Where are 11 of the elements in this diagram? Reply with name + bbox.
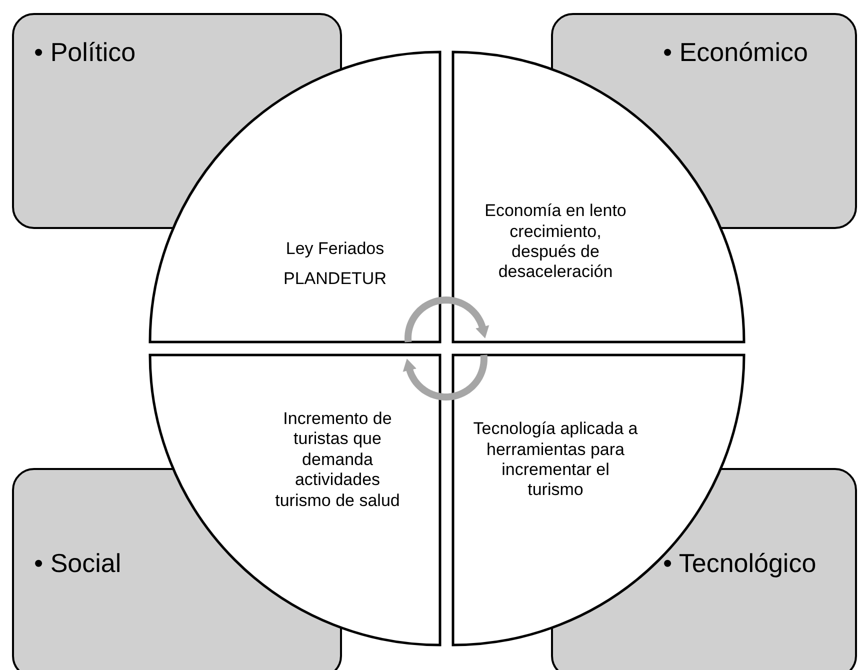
factor-text: Tecnología aplicada a herramientas para incrementar el turismo <box>473 419 638 501</box>
factor-text: Incremento de turistas que demanda actividades turismo de salud <box>274 409 401 511</box>
factor-text: Economía en lento crecimiento, después de desaceleración <box>484 201 628 283</box>
category-label: • Político <box>34 37 136 68</box>
factor-text: Ley Feriados <box>286 238 384 259</box>
factor-text: PLANDETUR <box>284 269 386 290</box>
category-label: • Tecnológico <box>663 548 816 579</box>
category-label: • Social <box>34 548 122 579</box>
cycle-arrow <box>404 296 490 343</box>
category-label: • Económico <box>663 37 808 68</box>
cycle-arrow <box>402 354 488 400</box>
